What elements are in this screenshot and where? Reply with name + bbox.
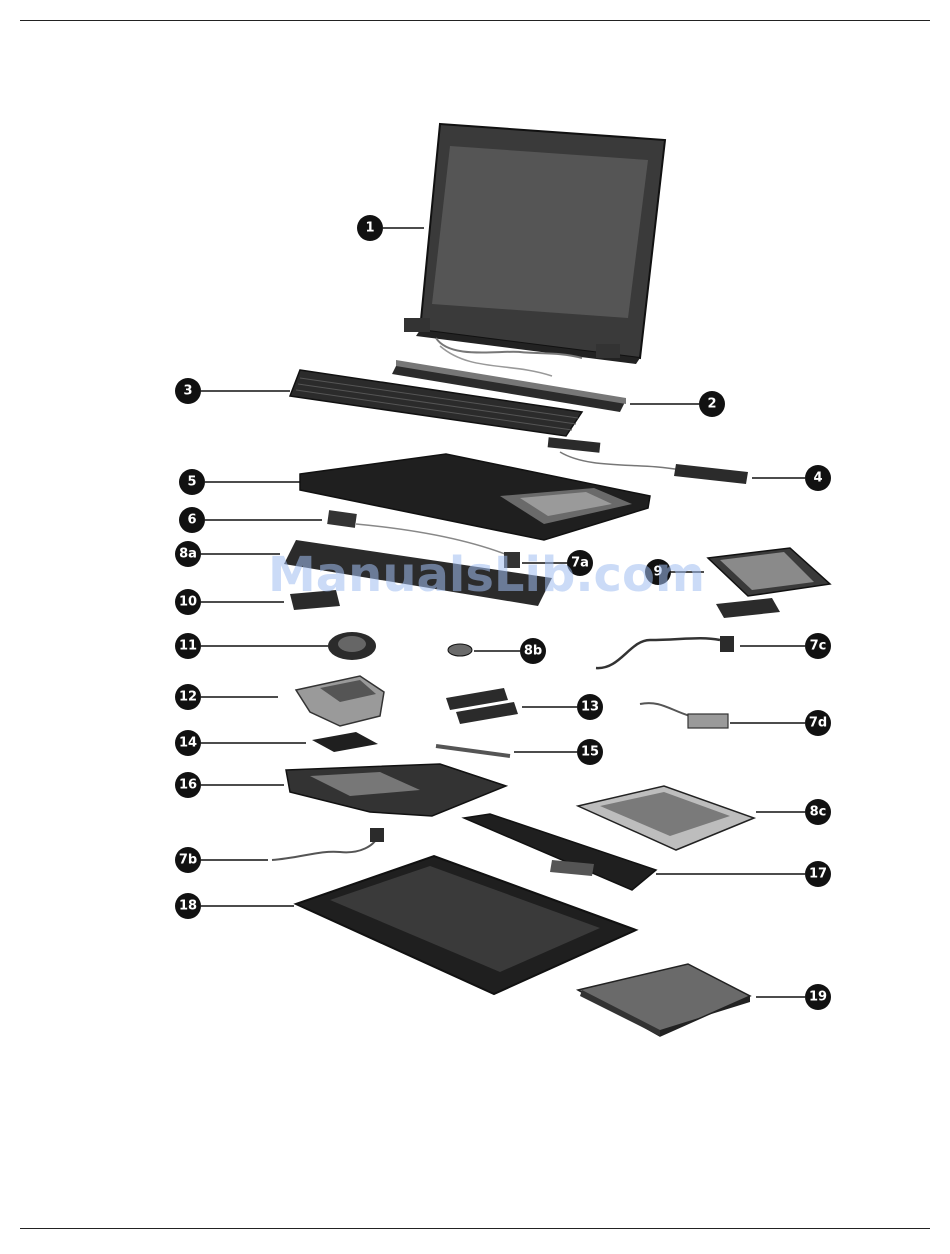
callout-label-15: 15 [581,745,599,760]
callout-label-5: 5 [187,475,196,490]
callout-label-17: 17 [809,867,827,882]
callout-label-14: 14 [179,736,197,751]
part-speaker-assembly [548,437,748,484]
part-rtc-battery [448,644,472,656]
callout-label-7c: 7c [810,639,827,654]
callout-label-8b: 8b [524,644,542,659]
callout-label-7d: 7d [809,716,827,731]
callout-label-1: 1 [365,221,374,236]
part-optical-drive [578,964,750,1036]
callout-label-10: 10 [179,595,197,610]
callout-label-4: 4 [813,471,822,486]
part-base-enclosure [296,856,636,994]
callout-label-12: 12 [179,690,197,705]
part-bay-cover [578,786,754,850]
callout-label-8c: 8c [810,805,827,820]
part-cable-7b [272,828,384,860]
part-bracket [436,746,510,756]
callout-label-2: 2 [707,397,716,412]
callout-label-11: 11 [179,639,197,654]
callout-label-16: 16 [179,778,197,793]
part-usb-board [640,703,728,728]
callout-label-6: 6 [187,513,196,528]
part-processor [312,732,378,752]
part-system-board [286,764,506,816]
part-hard-drive [708,548,830,618]
part-display-assembly [404,124,665,376]
part-heat-sink [296,676,384,726]
callout-label-19: 19 [809,990,827,1005]
callout-label-7b: 7b [179,853,197,868]
callout-label-18: 18 [179,899,197,914]
callout-label-3: 3 [183,384,192,399]
callout-label-8a: 8a [179,547,197,562]
part-memory-modules [446,688,518,724]
callout-label-13: 13 [581,700,599,715]
part-fan [328,632,376,660]
part-power-connector-cable [596,636,734,668]
watermark-text: ManualsLib.com [268,540,698,610]
